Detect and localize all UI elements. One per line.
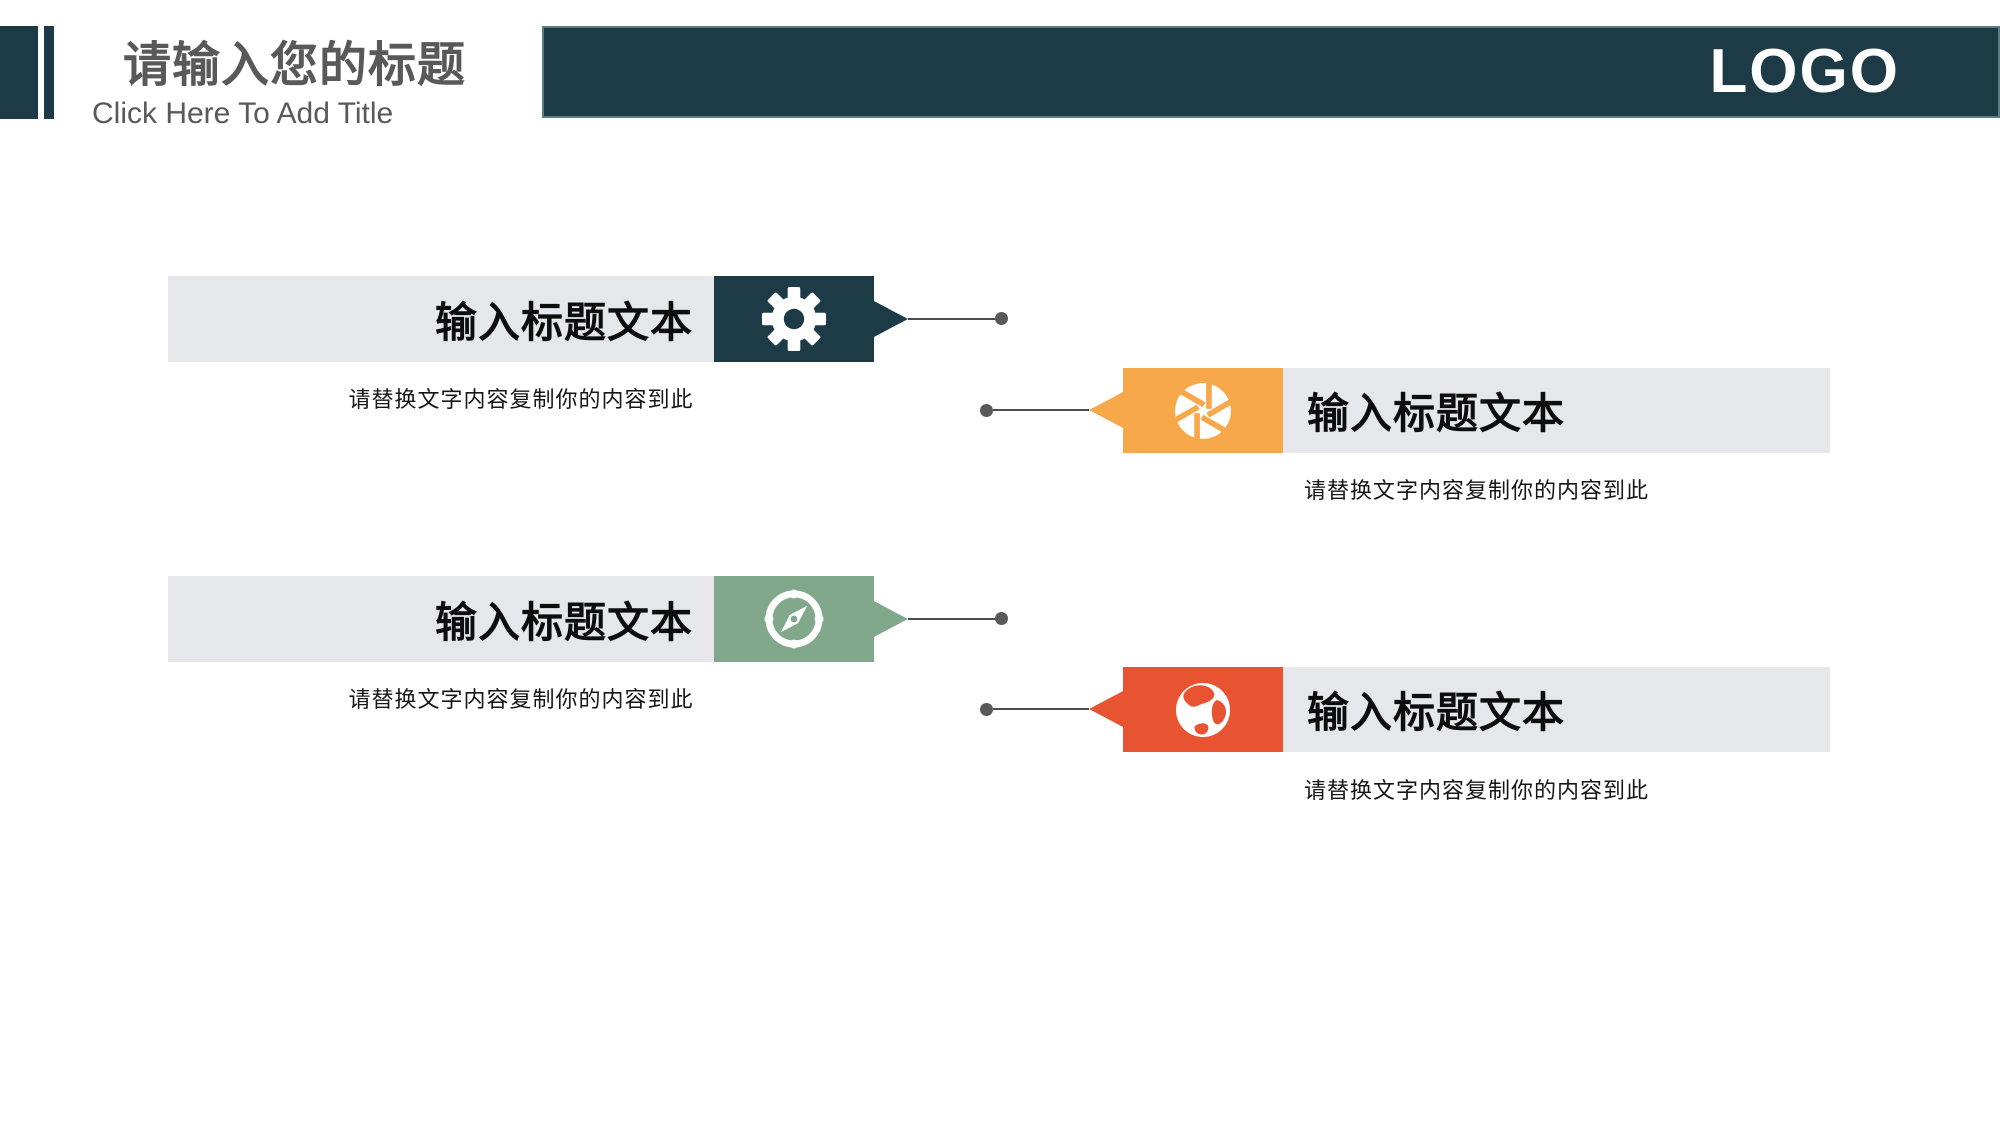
icon-tile [714,576,874,662]
banner-title: 输入标题文本 [1307,689,1566,736]
banner-description: 请替换文字内容复制你的内容到此 [348,687,694,712]
connector-dot [980,404,993,417]
banner-arrow [1089,691,1123,727]
banner-title: 输入标题文本 [434,298,693,346]
page-subtitle: Click Here To Add Title [92,97,394,130]
gear-icon [761,286,827,352]
banner-title: 输入标题文本 [1307,390,1566,437]
connector-dot [980,703,993,716]
connector-dot [995,312,1008,325]
banner-arrow [1089,392,1123,428]
icon-tile [1123,667,1283,752]
header-accent-stripe [44,26,54,119]
connector-line [908,318,996,320]
connector-line [908,618,996,620]
aperture-icon [1173,380,1233,441]
banner-title: 输入标题文本 [434,598,693,646]
globe-icon [1176,682,1230,737]
connector-dot [995,612,1008,625]
connector-line [993,409,1089,411]
page-title: 请输入您的标题 [123,39,467,92]
banner-bar: 输入标题文本 [168,576,714,662]
banner-bar: 输入标题文本 [168,276,714,362]
banner-arrow [874,301,908,337]
banner-bar: 输入标题文本 [1283,667,1830,752]
banner-description: 请替换文字内容复制你的内容到此 [1303,778,1649,803]
compass-icon [764,589,824,649]
banner-arrow [874,601,908,637]
banner-description: 请替换文字内容复制你的内容到此 [1303,478,1649,503]
icon-tile [1123,368,1283,453]
header-accent-block [0,26,38,119]
banner-description: 请替换文字内容复制你的内容到此 [348,387,694,412]
icon-tile [714,276,874,362]
connector-line [993,708,1089,710]
logo-text: LOGO [1709,37,1900,106]
header-bar: LOGO [542,26,2000,118]
banner-bar: 输入标题文本 [1283,368,1830,453]
